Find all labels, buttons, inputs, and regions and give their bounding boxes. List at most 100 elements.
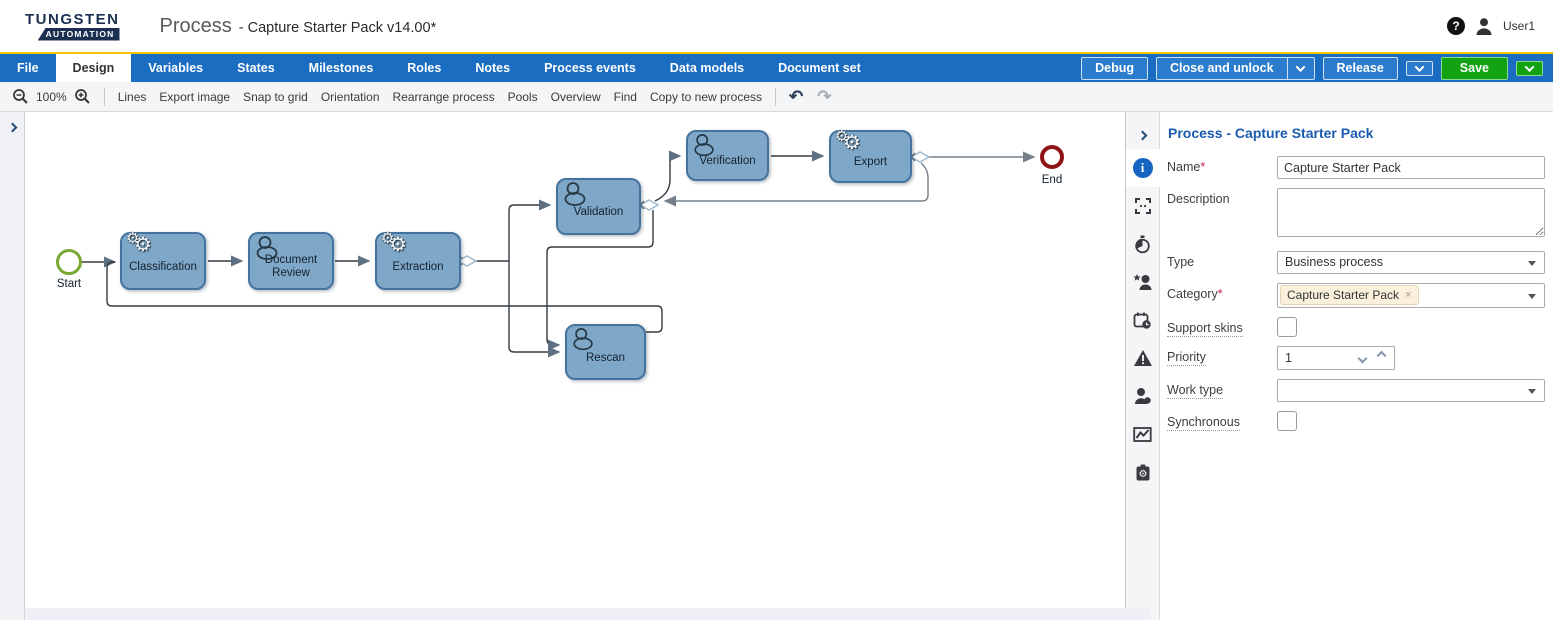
task-extraction[interactable]: ⚙⚙ Extraction xyxy=(375,232,461,290)
zoom-level-label: 100% xyxy=(36,90,67,104)
support-skins-label: Support skins xyxy=(1167,317,1277,337)
user-icon[interactable] xyxy=(1474,17,1494,36)
category-tag-label: Capture Starter Pack xyxy=(1287,288,1399,302)
person-star-icon xyxy=(1133,273,1153,291)
frame-icon xyxy=(1134,197,1152,215)
participants-tab[interactable] xyxy=(1126,263,1160,301)
synchronous-label: Synchronous xyxy=(1167,411,1277,431)
info-tab[interactable]: i xyxy=(1126,149,1160,187)
clipboard-gear-icon: ⚙ xyxy=(1134,463,1152,482)
chevron-down-icon xyxy=(1414,62,1424,72)
support-skins-checkbox[interactable] xyxy=(1277,317,1297,337)
remove-tag-icon[interactable]: × xyxy=(1405,289,1411,301)
field-name: Name* xyxy=(1167,156,1545,179)
zoom-in-icon[interactable] xyxy=(74,88,91,105)
decrement-icon[interactable] xyxy=(1358,353,1368,363)
start-event-label: Start xyxy=(39,278,99,290)
toolbar-orientation[interactable]: Orientation xyxy=(321,90,380,104)
planning-tab[interactable] xyxy=(1126,301,1160,339)
debug-button[interactable]: Debug xyxy=(1081,57,1148,80)
release-button[interactable]: Release xyxy=(1323,57,1398,80)
description-textarea[interactable] xyxy=(1277,188,1545,237)
task-classification[interactable]: ⚙⚙ Classification xyxy=(120,232,206,290)
tab-document-set[interactable]: Document set xyxy=(761,54,878,82)
tab-notes[interactable]: Notes xyxy=(458,54,527,82)
gears-icon: ⚙⚙ xyxy=(835,133,867,163)
tab-variables[interactable]: Variables xyxy=(131,54,220,82)
close-and-unlock-dropdown-button[interactable] xyxy=(1288,57,1315,80)
priority-stepper[interactable]: 1 xyxy=(1277,346,1395,370)
tungsten-logo: TUNGSTEN AUTOMATION xyxy=(25,12,120,41)
tab-states[interactable]: States xyxy=(220,54,292,82)
toolbar-export-image[interactable]: Export image xyxy=(159,90,230,104)
end-event-label: End xyxy=(1022,174,1082,186)
resources-tab[interactable] xyxy=(1126,377,1160,415)
task-document-review[interactable]: Document Review xyxy=(248,232,334,290)
toolbar-overview[interactable]: Overview xyxy=(551,90,601,104)
username-label[interactable]: User1 xyxy=(1503,19,1535,33)
type-select[interactable]: Business process xyxy=(1277,251,1545,274)
toolbar-divider xyxy=(775,88,776,106)
calendar-clock-icon xyxy=(1133,311,1152,330)
toolbar-copy-to-new-process[interactable]: Copy to new process xyxy=(650,90,762,104)
design-toolbar: 100% Lines Export image Snap to grid Ori… xyxy=(0,82,1553,112)
field-work-type: Work type xyxy=(1167,379,1545,402)
zoom-out-icon[interactable] xyxy=(12,88,29,105)
toolbar-pools[interactable]: Pools xyxy=(508,90,538,104)
info-icon: i xyxy=(1133,158,1153,178)
start-event[interactable] xyxy=(56,249,82,275)
tab-file[interactable]: File xyxy=(0,54,56,82)
close-and-unlock-button[interactable]: Close and unlock xyxy=(1156,57,1288,80)
synchronous-checkbox[interactable] xyxy=(1277,411,1297,431)
exceptions-tab[interactable] xyxy=(1126,339,1160,377)
canvas-hscrollbar[interactable] xyxy=(25,608,1150,620)
field-priority: Priority 1 xyxy=(1167,346,1545,370)
redo-icon: ↷ xyxy=(817,87,831,107)
increment-icon[interactable] xyxy=(1377,350,1387,360)
person-icon xyxy=(562,181,590,213)
field-type: Type Business process xyxy=(1167,251,1545,274)
help-icon[interactable]: ? xyxy=(1447,17,1465,35)
work-type-select[interactable] xyxy=(1277,379,1545,402)
task-validation[interactable]: Validation xyxy=(556,178,641,235)
tab-roles[interactable]: Roles xyxy=(390,54,458,82)
collapse-panel-button[interactable] xyxy=(1139,121,1146,149)
toolbar-rearrange-process[interactable]: Rearrange process xyxy=(393,90,495,104)
tab-data-models[interactable]: Data models xyxy=(653,54,761,82)
main-menubar: File Design Variables States Milestones … xyxy=(0,52,1553,82)
work-settings-tab[interactable]: ⚙ xyxy=(1126,453,1160,491)
undo-icon[interactable]: ↶ xyxy=(789,87,803,107)
toolbar-find[interactable]: Find xyxy=(614,90,637,104)
release-dropdown-button[interactable] xyxy=(1406,61,1433,76)
tab-process-events[interactable]: Process events xyxy=(527,54,653,82)
properties-panel: i xyxy=(1125,112,1553,620)
name-input[interactable] xyxy=(1277,156,1545,179)
expand-panel-icon[interactable] xyxy=(7,123,17,133)
process-canvas[interactable]: Start End ⚙⚙ Classification Document Rev… xyxy=(25,112,1125,620)
end-event[interactable] xyxy=(1040,145,1064,169)
canvas-left-rail xyxy=(0,112,25,620)
tab-design[interactable]: Design xyxy=(56,54,132,82)
save-button[interactable]: Save xyxy=(1441,57,1508,80)
timing-tab[interactable] xyxy=(1126,225,1160,263)
toolbar-lines[interactable]: Lines xyxy=(118,90,147,104)
tab-milestones[interactable]: Milestones xyxy=(292,54,391,82)
display-tab[interactable] xyxy=(1126,187,1160,225)
save-dropdown-button[interactable] xyxy=(1516,61,1543,76)
category-select[interactable]: Capture Starter Pack × xyxy=(1277,283,1545,308)
category-tag: Capture Starter Pack × xyxy=(1280,285,1419,305)
panel-title: Process - Capture Starter Pack xyxy=(1168,125,1545,141)
field-synchronous: Synchronous xyxy=(1167,411,1545,431)
reporting-tab[interactable] xyxy=(1126,415,1160,453)
menu-tabs: File Design Variables States Milestones … xyxy=(0,54,878,82)
task-verification[interactable]: Verification xyxy=(686,130,769,181)
category-label: Category* xyxy=(1167,283,1277,308)
task-export[interactable]: ⚙⚙ Export xyxy=(829,130,912,183)
title-document-name: - Capture Starter Pack v14.00* xyxy=(239,20,436,36)
field-category: Category* Capture Starter Pack × xyxy=(1167,283,1545,308)
person-badge-icon xyxy=(1133,387,1152,405)
logo-wordmark: TUNGSTEN xyxy=(25,12,120,28)
toolbar-snap-to-grid[interactable]: Snap to grid xyxy=(243,90,308,104)
task-rescan[interactable]: Rescan xyxy=(565,324,646,380)
app-header: TUNGSTEN AUTOMATION Process - Capture St… xyxy=(0,0,1553,52)
